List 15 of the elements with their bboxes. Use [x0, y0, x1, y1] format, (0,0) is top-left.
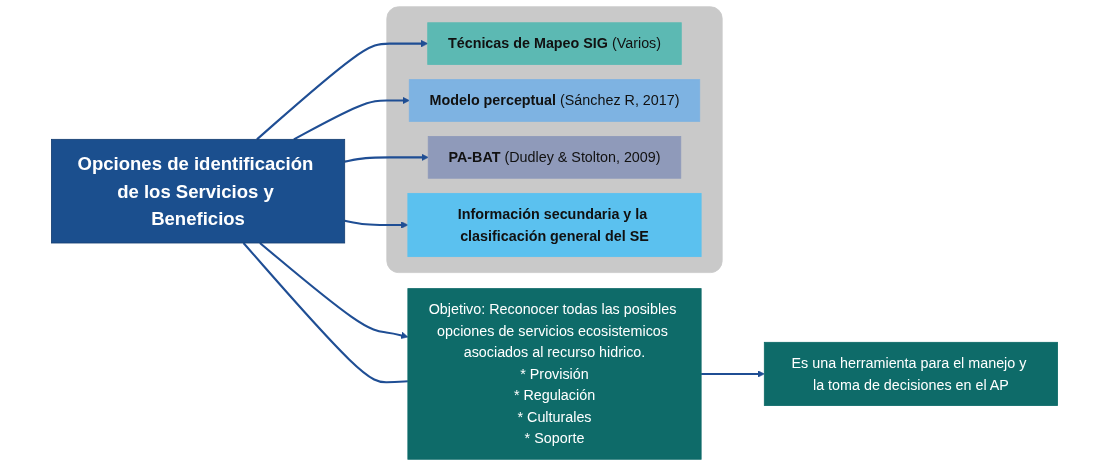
connector	[242, 242, 408, 384]
arrow	[344, 219, 409, 229]
node-box	[763, 341, 1058, 406]
arrow	[256, 39, 429, 141]
arrow	[259, 242, 409, 339]
arrow	[344, 153, 429, 163]
node-box	[427, 136, 682, 179]
cluster	[386, 6, 723, 274]
arrow	[701, 370, 765, 378]
arrow	[293, 96, 410, 141]
node-box	[51, 138, 346, 244]
node-box	[407, 192, 702, 257]
node-box	[408, 79, 701, 122]
node-box	[427, 22, 682, 65]
node-box	[407, 288, 702, 460]
